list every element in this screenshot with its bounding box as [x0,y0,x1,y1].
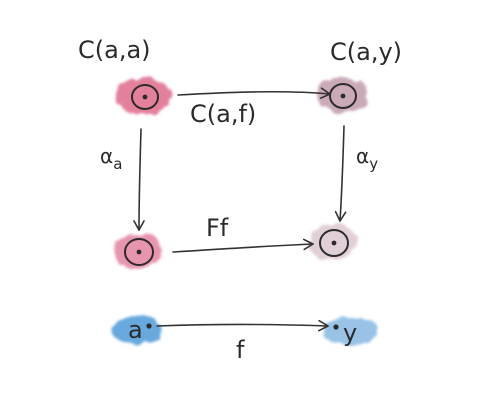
bottom-left-blob [112,316,162,344]
bottom-right-blob [323,317,377,345]
right-arrow-symbol: α [356,144,369,168]
bottom-right-object-label: y [343,319,357,347]
bottom-left-object-label: a [128,316,143,344]
top-left-object-node [131,84,159,110]
middle-right-object-node [319,229,349,257]
bottom-right-dot [333,324,339,330]
middle-left-object-node [124,238,154,266]
top-right-object-label: C(a,y) [330,38,402,66]
left-arrow-subscript: a [113,155,122,173]
bottom-left-dot [146,323,152,329]
left-arrow-symbol: α [100,144,113,168]
right-arrow-subscript: y [369,155,378,173]
left-arrow-label: αa [100,144,122,173]
bottom-arrow-label: f [236,336,245,364]
bottom-arrow [156,319,329,332]
top-left-object-label: C(a,a) [78,36,151,64]
left-arrow [133,128,145,231]
right-arrow [334,125,347,222]
right-arrow-label: αy [356,144,378,173]
top-arrow [177,87,331,99]
top-arrow-label: C(a,f) [190,100,256,128]
middle-arrow-label: Ff [206,214,229,242]
middle-arrow [172,238,314,253]
